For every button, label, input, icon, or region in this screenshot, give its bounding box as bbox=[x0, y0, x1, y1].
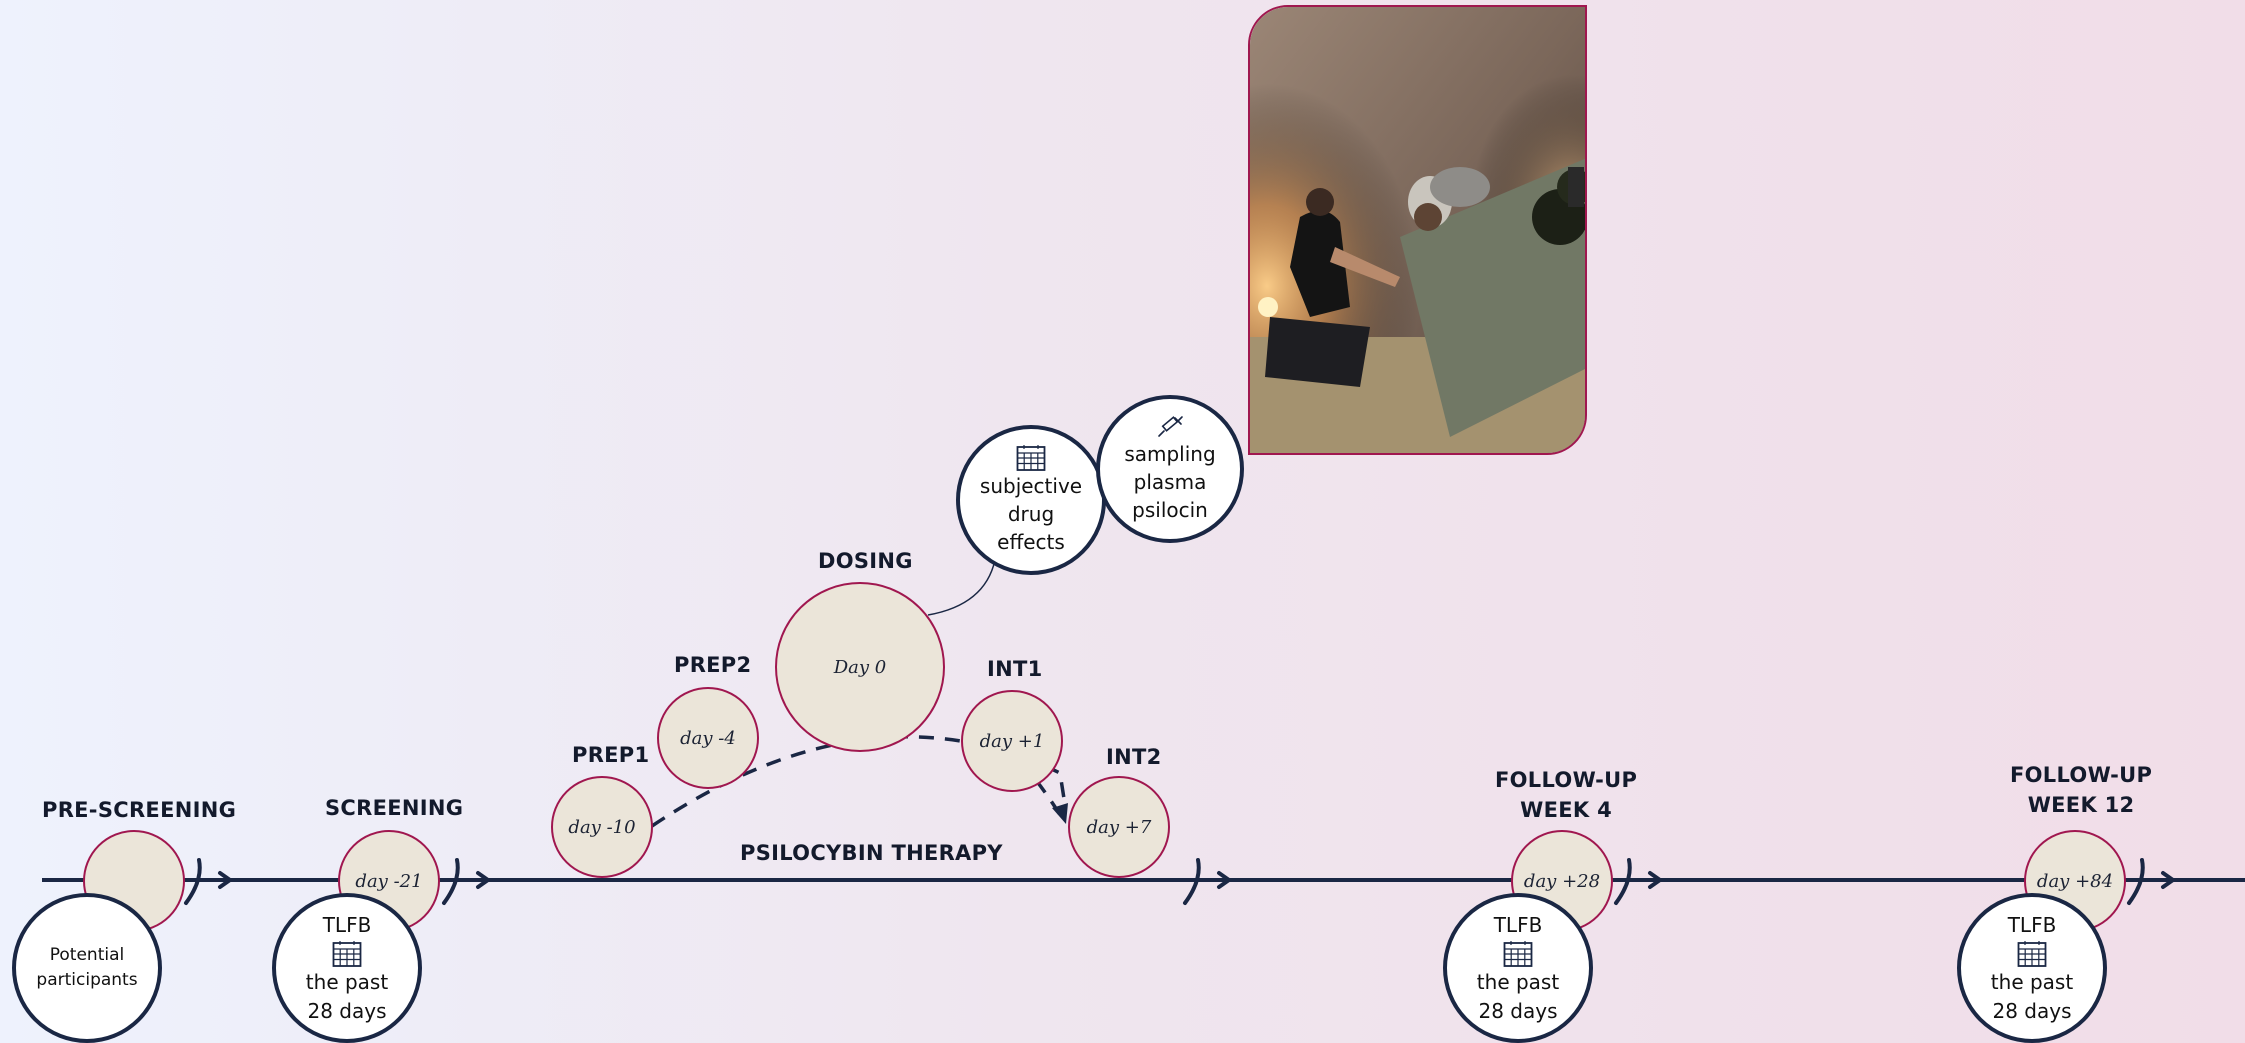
dosing-session-photo bbox=[1248, 5, 1587, 455]
day-circle-int1: day +1 bbox=[961, 690, 1063, 792]
label-prescreening: PRE-SCREENING bbox=[42, 798, 237, 822]
day-circle-dosing: Day 0 bbox=[775, 582, 945, 752]
label-int1: INT1 bbox=[987, 657, 1043, 681]
label-dosing: DOSING bbox=[818, 549, 913, 573]
calendar-icon bbox=[332, 940, 362, 967]
label-therapy: PSILOCYBIN THERAPY bbox=[740, 841, 1003, 865]
syringe-icon bbox=[1158, 416, 1183, 437]
dosing-session-illustration bbox=[1250, 7, 1585, 453]
timeline-arrows bbox=[184, 858, 2175, 905]
tlfb-circle-followup4: TLFB the past 28 days bbox=[1443, 893, 1593, 1043]
label-screening: SCREENING bbox=[325, 796, 464, 820]
label-int2: INT2 bbox=[1106, 745, 1162, 769]
tlfb-circle-followup12: TLFB the past 28 days bbox=[1957, 893, 2107, 1043]
sampling-plasma-circle: sampling plasma psilocin bbox=[1096, 395, 1244, 543]
calendar-icon bbox=[1016, 445, 1046, 471]
subjective-drug-effects-circle: subjective drug effects bbox=[956, 425, 1106, 575]
connector-line bbox=[927, 559, 996, 616]
arc-arrowhead bbox=[1052, 803, 1068, 824]
label-prep1: PREP1 bbox=[572, 743, 650, 767]
tlfb-circle-screening: TLFB the past 28 days bbox=[272, 893, 422, 1043]
label-prep2: PREP2 bbox=[674, 653, 752, 677]
day-circle-int2: day +7 bbox=[1068, 776, 1170, 878]
day-circle-prep1: day -10 bbox=[551, 776, 653, 878]
calendar-icon bbox=[2017, 940, 2047, 967]
day-circle-prep2: day -4 bbox=[657, 687, 759, 789]
potential-participants-circle: Potential participants bbox=[12, 893, 162, 1043]
calendar-icon bbox=[1503, 940, 1533, 967]
